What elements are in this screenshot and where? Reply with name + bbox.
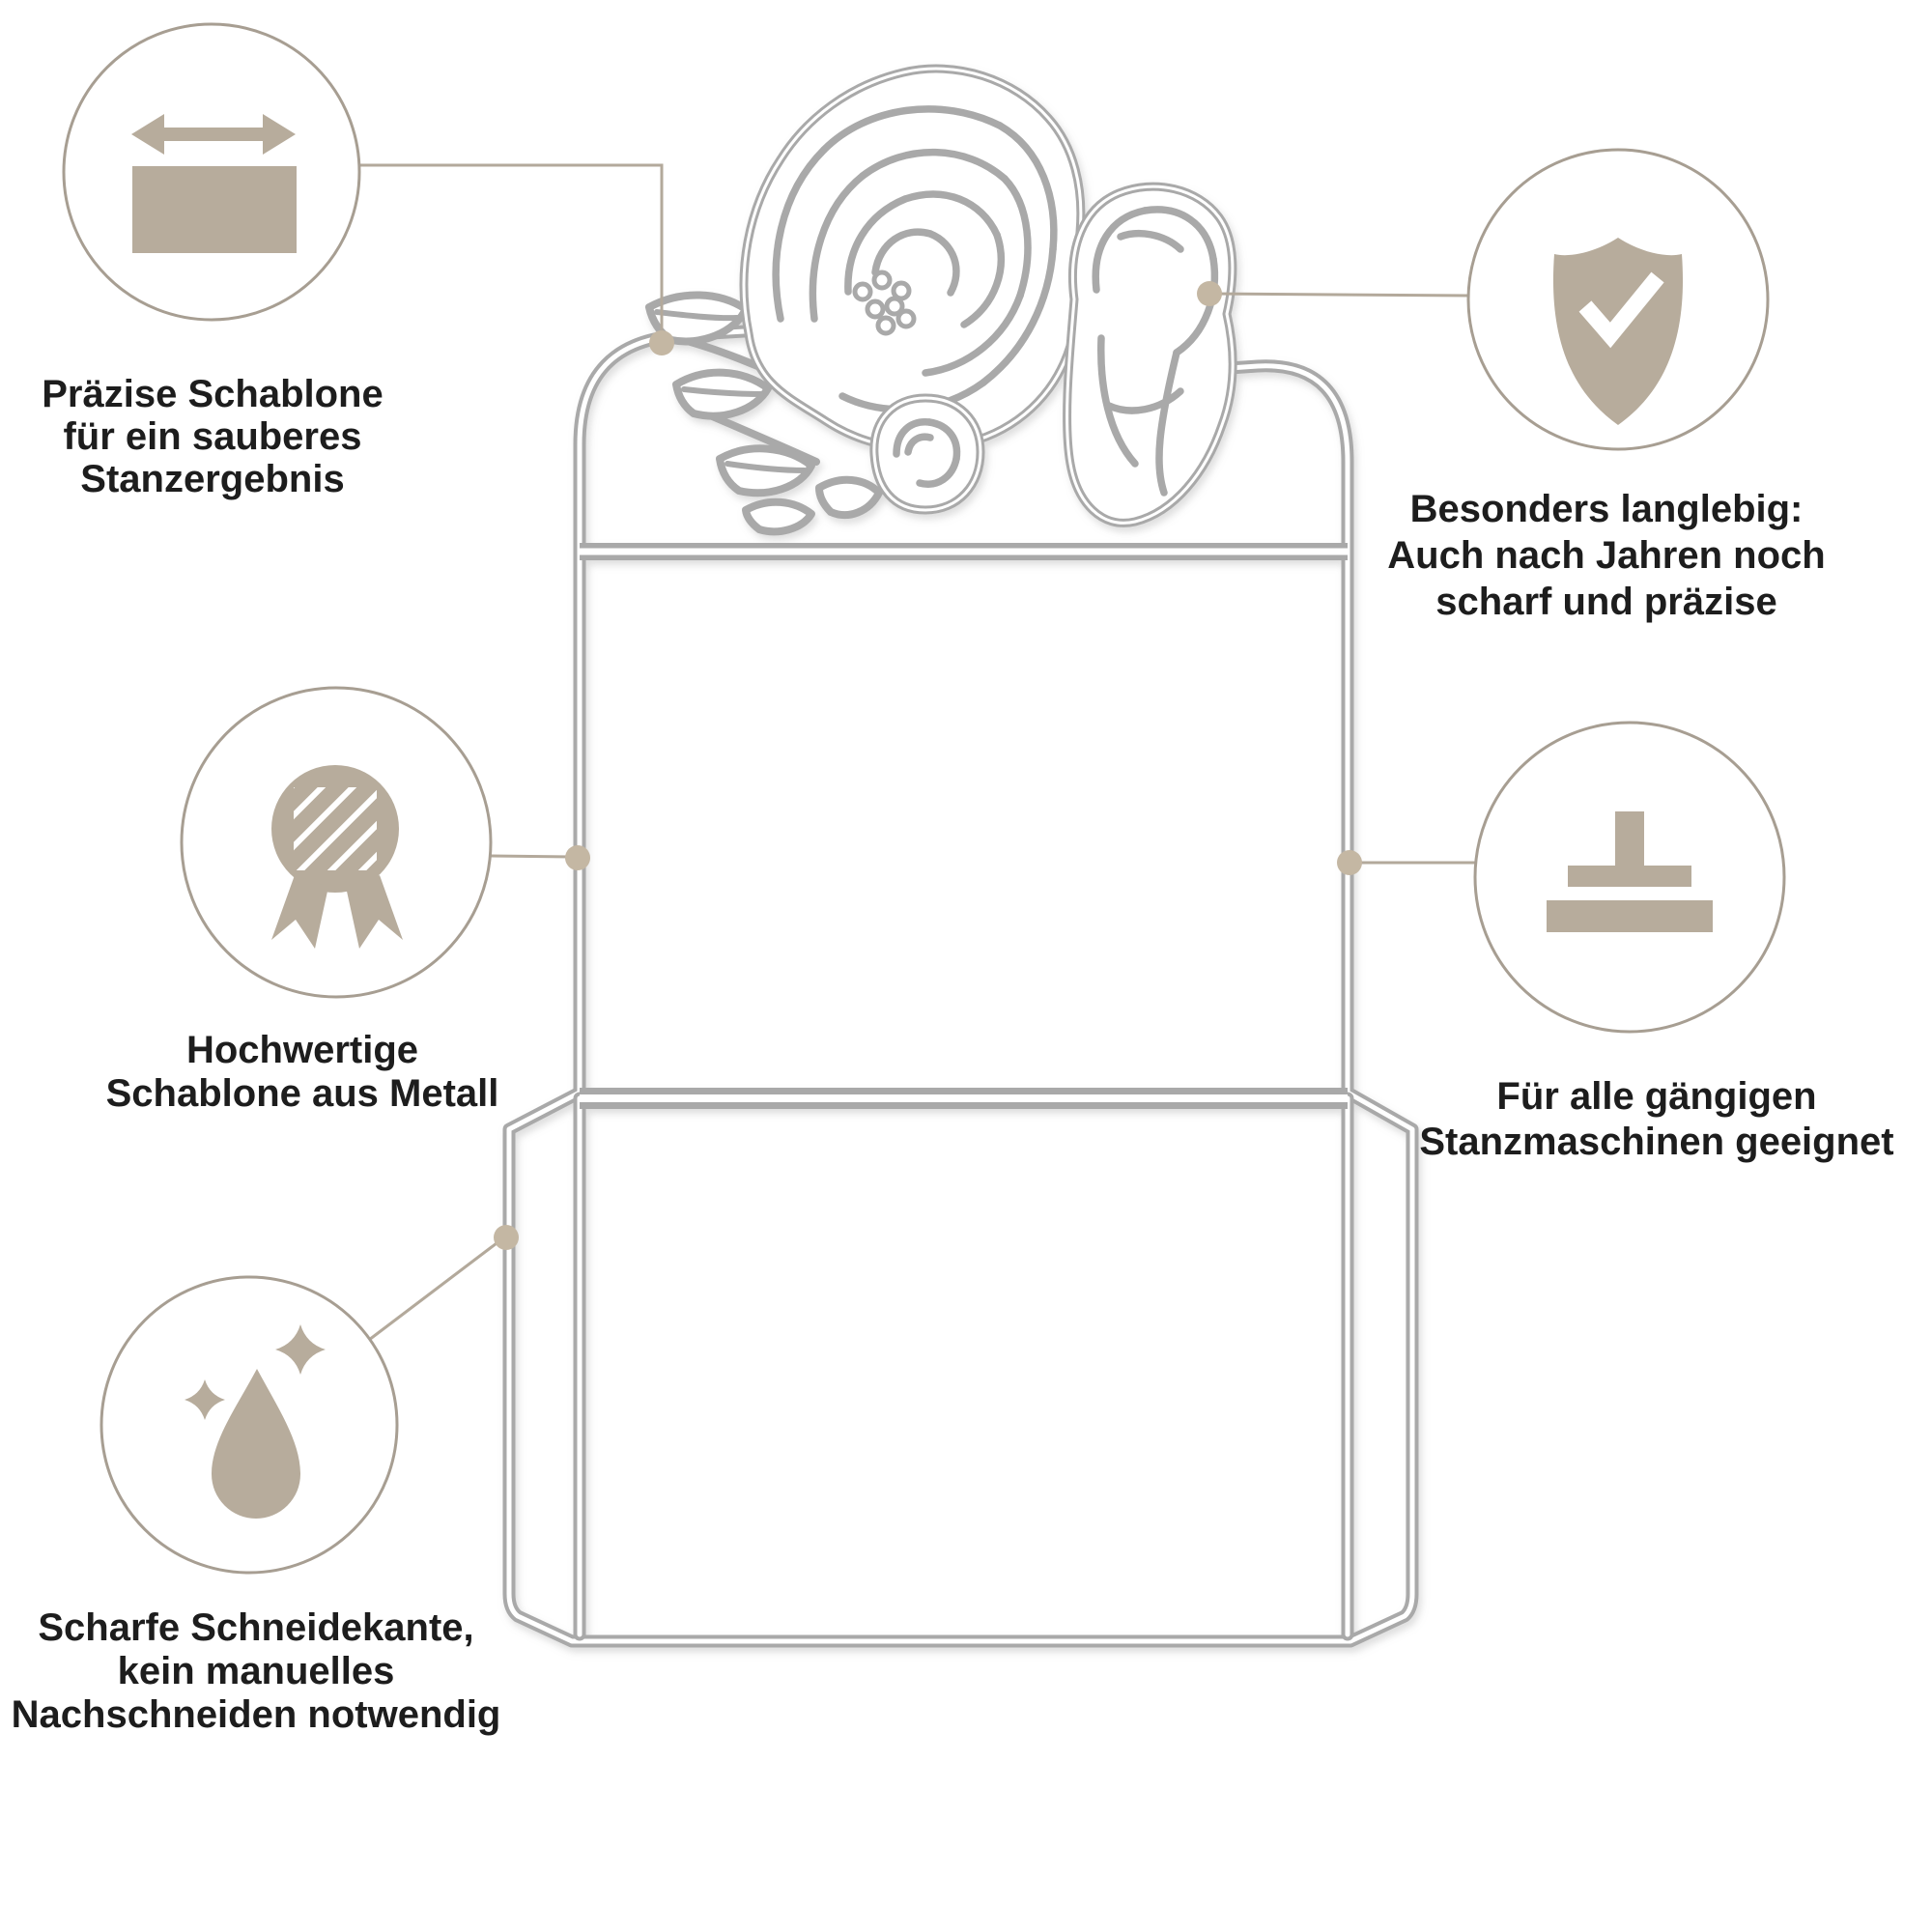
foliage [645,291,888,536]
connector-dot-quality [565,845,590,870]
droplet-sparkles-icon [185,1324,326,1519]
callout-text-line: Schablone aus Metall [106,1072,499,1115]
rose-bud [874,398,980,510]
cutting-die-illustration [509,69,1412,1641]
callout-text-line: Hochwertige [186,1029,418,1071]
connector-dot-compatibility [1337,850,1362,875]
connector-sharpness [368,1238,501,1342]
connector-precision [359,163,664,338]
rose-small [1067,186,1234,523]
rose-large [744,69,1081,449]
connector-durability [1210,292,1470,298]
envelope-outline [509,329,1412,1641]
callout-text-line: Besonders langlebig: [1410,488,1804,530]
connector-quality [490,854,573,859]
shield-check-icon [1552,238,1684,425]
callout-text-line: Nachschneiden notwendig [12,1693,501,1736]
callout-compatibility: Für alle gängigen Stanzmaschinen geeigne… [1419,721,1894,1163]
callout-precision: Präzise Schablone für ein sauberes Stanz… [42,22,384,500]
callout-text-line: Präzise Schablone [42,373,383,415]
connector-dot-durability [1197,281,1222,306]
callout-text-line: Stanzergebnis [80,458,344,500]
callout-text-line: Scharfe Schneidekante, [38,1606,473,1649]
callout-quality: Hochwertige Schablone aus Metall [106,686,499,1115]
callout-text-line: Auch nach Jahren noch [1387,534,1825,577]
rose-stamen-dots [852,270,917,336]
medal-icon [271,765,403,949]
connector-dot-sharpness [494,1225,519,1250]
callout-text-line: kein manuelles [118,1650,395,1692]
callout-text-line: scharf und präzise [1435,581,1776,623]
callout-sharpness: Scharfe Schneidekante, kein manuelles Na… [12,1275,501,1736]
press-platform-icon [1547,811,1713,932]
callout-text-line: für ein sauberes [63,415,361,458]
callout-durability: Besonders langlebig: Auch nach Jahren no… [1387,148,1826,623]
connector-dot-precision [649,330,674,355]
callout-text-line: Stanzmaschinen geeignet [1419,1121,1893,1163]
connectors [359,163,1476,1342]
width-arrows-icon [131,114,297,253]
callout-text-line: Für alle gängigen [1496,1075,1816,1118]
